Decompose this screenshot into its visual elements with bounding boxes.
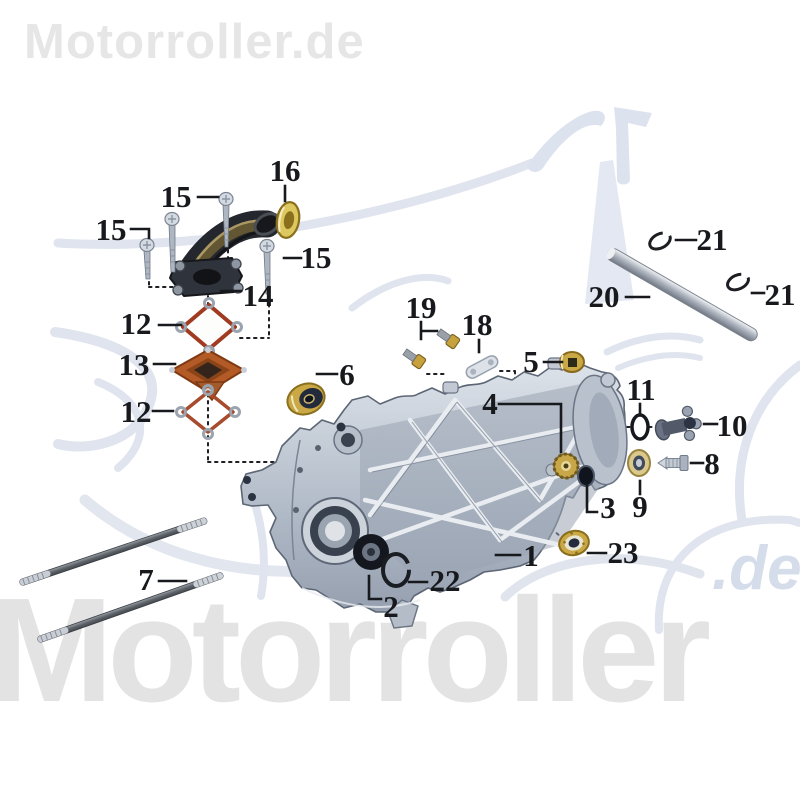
callout-16: 16 — [270, 153, 301, 188]
screw-15-right — [259, 238, 275, 295]
callout-5: 5 — [523, 344, 539, 379]
callout-20: 20 — [589, 279, 620, 314]
callout-12-lower: 12 — [121, 394, 152, 429]
callout-10: 10 — [717, 408, 748, 443]
oil-pump-10 — [654, 405, 702, 442]
circlips-21 — [648, 231, 750, 292]
bolt-8 — [657, 455, 689, 471]
oil-seal-2 — [353, 534, 389, 570]
nut-5 — [559, 351, 585, 373]
o-ring-22 — [381, 552, 411, 588]
crankcase-body — [240, 357, 628, 629]
screw-15-left-lower — [139, 237, 155, 280]
screws-15 — [139, 191, 275, 295]
callout-8: 8 — [704, 446, 720, 481]
callout-1: 1 — [523, 538, 539, 573]
callout-15-top: 15 — [161, 179, 192, 214]
callout-2: 2 — [383, 589, 399, 624]
gasket-12-lower — [175, 384, 241, 440]
callout-3: 3 — [600, 490, 616, 525]
callout-numbers: 16 15 15 15 14 12 13 12 6 19 18 5 4 11 1… — [96, 153, 796, 624]
bearing-6 — [286, 382, 326, 416]
callout-23: 23 — [608, 535, 639, 570]
flange-nut-16 — [275, 201, 301, 239]
screw-15-left-upper — [164, 211, 180, 273]
o-ring-11 — [630, 413, 650, 441]
stud-bolts-7 — [19, 517, 224, 643]
shaft-20 — [606, 248, 758, 342]
callout-14: 14 — [243, 278, 274, 313]
callout-9: 9 — [632, 489, 648, 524]
link-plate-18 — [465, 355, 499, 379]
callout-4: 4 — [482, 386, 498, 421]
watermark-domain: .de — [712, 534, 800, 603]
callout-6: 6 — [339, 357, 355, 392]
callout-18: 18 — [462, 307, 493, 342]
watermark-handlebar — [527, 107, 652, 304]
callout-15-left: 15 — [96, 212, 127, 247]
washer-9 — [627, 449, 651, 477]
brand-logo: Motorroller.de — [24, 15, 365, 69]
callout-leader-lines — [129, 184, 766, 601]
callout-13: 13 — [119, 347, 150, 382]
callout-19: 19 — [406, 290, 437, 325]
drive-gear-4 — [545, 452, 580, 480]
callout-12-upper: 12 — [121, 306, 152, 341]
callout-21-lower: 21 — [765, 277, 796, 312]
bearing-23 — [558, 529, 590, 557]
bearing-seat-3 — [577, 465, 595, 487]
callout-21-upper: 21 — [697, 222, 728, 257]
gasket-12-upper — [175, 297, 243, 357]
callout-15-right: 15 — [301, 240, 332, 275]
callout-22: 22 — [430, 563, 461, 598]
cylinder-bore — [301, 497, 369, 565]
screw-15-top — [218, 191, 234, 248]
bolts-19 — [402, 328, 461, 370]
callout-7: 7 — [138, 562, 154, 597]
callout-11: 11 — [626, 372, 655, 407]
